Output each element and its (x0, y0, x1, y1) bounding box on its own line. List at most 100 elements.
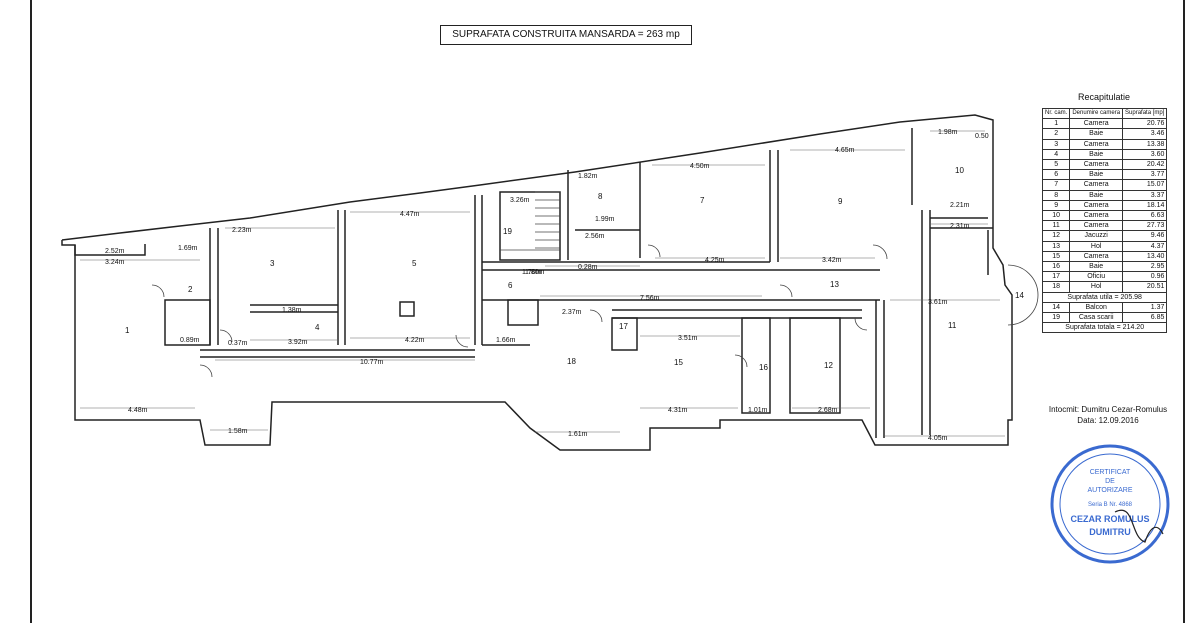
dim-label: 4.05m (928, 435, 948, 442)
recap-cell-name: Jacuzzi (1069, 230, 1124, 242)
certification-stamp: CERTIFICAT DE AUTORIZARE Seria B Nr. 486… (1050, 444, 1170, 564)
dim-label: 0.37m (228, 340, 248, 347)
recap-cell-area: 6.85 (1122, 312, 1168, 324)
room-number: 5 (412, 259, 417, 268)
dim-label: 2.37m (562, 309, 582, 316)
recap-cell-name: Camera (1069, 138, 1124, 150)
stamp-certificat: CERTIFICAT (1090, 469, 1131, 476)
recap-cell-nr: 3 (1041, 138, 1071, 150)
dim-label: 3.26m (510, 197, 530, 204)
recap-cell-nr: 18 (1041, 281, 1071, 293)
dim-label: 1.38m (282, 307, 302, 314)
recap-cell-name: Hol (1069, 281, 1124, 293)
dim-label: 3.42m (822, 257, 842, 264)
recap-cell-area: 6.63 (1122, 210, 1168, 222)
recap-cell-name: Hol (1069, 240, 1124, 252)
recap-cell-name: Camera (1069, 220, 1124, 232)
recap-cell-nr: 4 (1041, 148, 1071, 161)
dim-label: 0.89m (180, 337, 200, 344)
recap-cell-name: Baie (1069, 169, 1124, 181)
recap-subtotal: Suprafata utila = 205.98 (1041, 291, 1168, 303)
room-number: 2 (188, 285, 193, 294)
recap-cell-nr: 14 (1041, 301, 1071, 314)
recap-cell-nr: 15 (1041, 250, 1071, 263)
room-number: 16 (759, 363, 768, 372)
dim-label: 4.31m (668, 407, 688, 414)
dim-label: 1.66m (496, 337, 516, 344)
dim-label: 0.50 (975, 133, 989, 140)
dim-label: 1.01m (748, 407, 768, 414)
recap-cell-area: 1.37 (1122, 301, 1168, 314)
dim-label: 0.28m (578, 264, 598, 271)
dim-label: 1.69m (178, 245, 198, 252)
recap-cell-name: Oficiu (1069, 271, 1124, 283)
recap-cell-name: Camera (1069, 210, 1124, 222)
dim-label: 4.22m (405, 337, 425, 344)
room-number: 3 (270, 259, 275, 268)
recap-subtotal-row: Suprafata utila = 205.98 (1041, 291, 1168, 303)
room-number: 8 (598, 192, 603, 201)
dim-label: 1.70m (522, 269, 542, 276)
left-frame-line (30, 0, 32, 623)
room-number: 9 (838, 197, 843, 206)
dim-label: 10.77m (360, 359, 384, 366)
recap-cell-name: Balcon (1069, 301, 1124, 314)
recap-cell-name: Baie (1069, 148, 1124, 161)
recap-cell-name: Camera (1069, 158, 1124, 171)
stamp-serie: Seria B Nr. 4868 (1088, 502, 1133, 508)
recap-cell-area: 15.07 (1122, 179, 1168, 191)
dim-label: 2.21m (950, 202, 970, 209)
recap-cell-area: 13.40 (1122, 250, 1168, 263)
room-number: 15 (674, 358, 683, 367)
recap-cell-name: Baie (1069, 189, 1124, 201)
recap-cell-nr: 6 (1041, 169, 1071, 181)
dim-label: 3.92m (288, 339, 308, 346)
recap-cell-area: 3.46 (1122, 128, 1168, 140)
recap-cell-area: 3.77 (1122, 169, 1168, 181)
recap-cell-name: Camera (1069, 118, 1124, 130)
recap-cell-area: 18.14 (1122, 199, 1168, 212)
recap-header-area: Suprafata [mp] (1122, 107, 1168, 120)
dim-label: 1.98m (938, 129, 958, 136)
recap-cell-nr: 2 (1041, 128, 1071, 140)
dim-label: 1.61m (568, 431, 588, 438)
recap-cell-nr: 10 (1041, 210, 1071, 222)
dim-label: 2.52m (105, 248, 125, 255)
room-number: 6 (508, 281, 513, 290)
stamp-name2: DUMITRU (1089, 527, 1131, 537)
dim-label: 3.51m (678, 335, 698, 342)
recap-cell-area: 20.51 (1122, 281, 1168, 293)
plan-title: SUPRAFATA CONSTRUITA MANSARDA = 263 mp (440, 25, 692, 45)
right-frame-line (1183, 0, 1185, 623)
recap-cell-area: 3.37 (1122, 189, 1168, 201)
recap-cell-area: 2.95 (1122, 261, 1168, 273)
recap-cell-nr: 13 (1041, 240, 1071, 252)
recap-cell-area: 3.60 (1122, 148, 1168, 161)
dim-label: 1.80m (525, 269, 545, 276)
room-number: 7 (700, 196, 705, 205)
recap-cell-area: 20.76 (1122, 118, 1168, 130)
author-block: Intocmit: Dumitru Cezar-Romulus Data: 12… (1038, 404, 1178, 426)
recap-cell-nr: 17 (1041, 271, 1071, 283)
dim-label: 2.31m (950, 223, 970, 230)
recap-total: Suprafata totala = 214.20 (1041, 322, 1168, 334)
stamp-name1: CEZAR ROMULUS (1071, 514, 1150, 524)
room-number: 10 (955, 166, 964, 175)
dim-label: 4.65m (835, 147, 855, 154)
recap-cell-nr: 1 (1041, 118, 1071, 130)
room-number: 18 (567, 357, 576, 366)
stamp-de: DE (1105, 478, 1115, 485)
dim-label: 4.25m (705, 257, 725, 264)
room-number: 4 (315, 323, 320, 332)
dim-label: 2.56m (585, 233, 605, 240)
